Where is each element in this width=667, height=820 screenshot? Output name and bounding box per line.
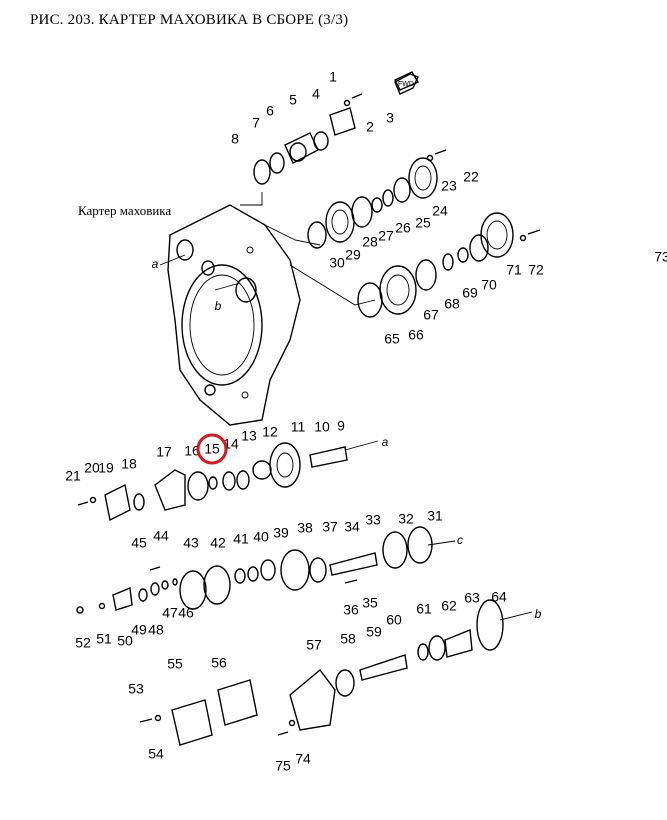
part-label-48: 48: [148, 622, 164, 638]
part-label-33: 33: [365, 512, 381, 528]
part-label-75: 75: [275, 758, 291, 774]
part-label-68: 68: [444, 296, 460, 312]
part-label-15: 15: [204, 441, 220, 457]
part-label-43: 43: [183, 535, 199, 551]
part-label-10: 10: [314, 419, 330, 435]
housing-label: Картер маховика: [78, 203, 172, 218]
part-label-71: 71: [506, 262, 522, 278]
part-label-2: 2: [366, 119, 374, 135]
part-label-16: 16: [184, 443, 200, 459]
part-label-61: 61: [416, 601, 432, 617]
part-label-45: 45: [131, 535, 147, 551]
part-label-30: 30: [329, 255, 345, 271]
part-label-18: 18: [121, 456, 137, 472]
part-label-24: 24: [432, 203, 448, 219]
part-label-58: 58: [340, 631, 356, 647]
part-label-17: 17: [156, 444, 172, 460]
part-label-12: 12: [262, 424, 278, 440]
part-label-37: 37: [322, 519, 338, 535]
flywheel-housing: [167, 204, 301, 426]
part-label-1: 1: [329, 69, 337, 85]
part-label-27: 27: [378, 228, 394, 244]
part-label-69: 69: [462, 285, 478, 301]
part-label-9: 9: [337, 418, 345, 434]
part-label-52: 52: [75, 635, 91, 651]
part-label-51: 51: [96, 631, 112, 647]
part-label-67: 67: [423, 307, 439, 323]
part-label-66: 66: [408, 327, 424, 343]
ref-letter-a: a: [382, 435, 389, 449]
part-label-35: 35: [362, 595, 378, 611]
lower-parts: [139, 599, 504, 746]
part-label-65: 65: [384, 331, 400, 347]
part-label-19: 19: [98, 460, 114, 476]
part-label-13: 13: [241, 428, 257, 444]
part-label-4: 4: [312, 86, 320, 102]
part-label-6: 6: [266, 103, 274, 119]
ref-letter-a: a: [152, 257, 159, 271]
part-label-34: 34: [344, 519, 360, 535]
part-label-39: 39: [273, 525, 289, 541]
part-label-44: 44: [153, 528, 169, 544]
part-label-31: 31: [427, 508, 443, 524]
part-label-49: 49: [131, 622, 147, 638]
part-label-41: 41: [233, 531, 249, 547]
part-label-59: 59: [366, 624, 382, 640]
part-label-8: 8: [231, 131, 239, 147]
part-label-25: 25: [415, 215, 431, 231]
part-label-60: 60: [386, 612, 402, 628]
part-label-55: 55: [167, 656, 183, 672]
part-label-63: 63: [464, 590, 480, 606]
ref-letter-b: b: [215, 299, 222, 313]
part-label-40: 40: [253, 529, 269, 545]
part-label-21: 21: [65, 468, 81, 484]
part-label-38: 38: [297, 520, 313, 536]
leader-lines: [159, 192, 533, 621]
part-label-28: 28: [362, 234, 378, 250]
part-label-50: 50: [117, 633, 133, 649]
middle-parts: [76, 442, 433, 614]
part-label-22: 22: [463, 169, 479, 185]
highlight-circle: [196, 433, 228, 465]
part-label-20: 20: [84, 460, 100, 476]
part-label-36: 36: [343, 602, 359, 618]
part-label-11: 11: [291, 419, 306, 435]
part-label-56: 56: [211, 655, 227, 671]
part-label-57: 57: [306, 637, 322, 653]
part-label-46: 46: [178, 605, 194, 621]
part-label-5: 5: [289, 92, 297, 108]
part-label-23: 23: [441, 178, 457, 194]
part-label-26: 26: [395, 220, 411, 236]
fwd-arrow-icon: FWD: [394, 73, 419, 95]
part-label-3: 3: [386, 110, 394, 126]
part-label-7: 7: [252, 115, 260, 131]
fwd-label: FWD: [398, 81, 414, 88]
part-label-32: 32: [398, 511, 414, 527]
top-parts: [253, 71, 541, 318]
part-label-54: 54: [148, 746, 164, 762]
part-label-53: 53: [128, 681, 144, 697]
part-label-62: 62: [441, 598, 457, 614]
part-number-labels: 1234567891011121314151617181920212223242…: [65, 69, 667, 774]
part-label-64: 64: [491, 589, 507, 605]
part-label-73: 73: [654, 249, 667, 265]
figure-title: РИС. 203. КАРТЕР МАХОВИКА В СБОРЕ (3/3): [30, 12, 349, 28]
ref-letter-b: b: [535, 607, 542, 621]
part-label-47: 47: [162, 605, 178, 621]
part-label-70: 70: [481, 277, 497, 293]
ref-letter-c: c: [457, 533, 463, 547]
part-label-29: 29: [345, 247, 361, 263]
reference-letters: a b c a b: [152, 257, 542, 621]
part-label-72: 72: [528, 262, 544, 278]
part-label-74: 74: [295, 751, 311, 767]
part-label-42: 42: [210, 535, 226, 551]
